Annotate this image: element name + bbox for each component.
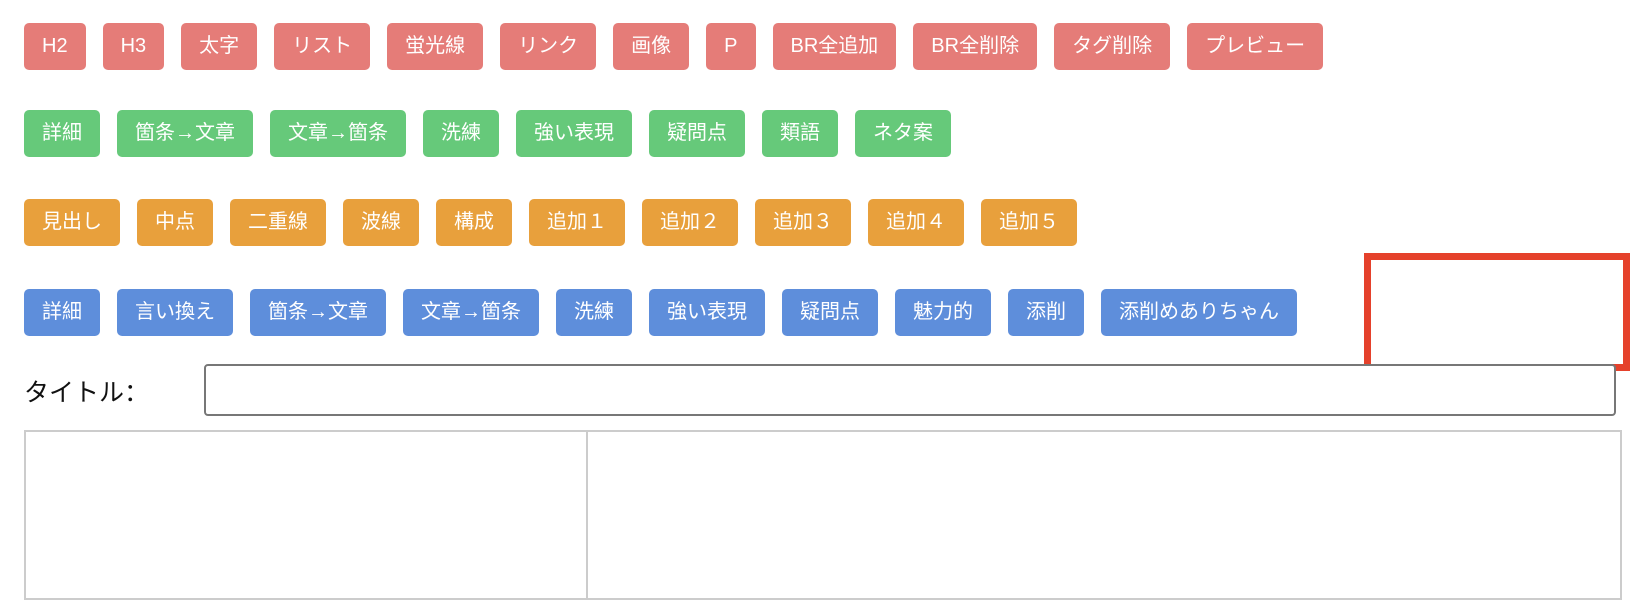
rewrite-button-3[interactable]: 洗練: [423, 110, 499, 157]
ai-button-3[interactable]: 文章→箇条: [403, 289, 539, 336]
html-button-1[interactable]: H3: [102, 23, 165, 70]
rewrite-button-0[interactable]: 詳細: [24, 110, 100, 157]
format-toolbar: 見出し中点二重線波線構成追加１ 追加２ 追加３ 追加４ 追加５: [24, 199, 1077, 246]
html-button-5[interactable]: リンク: [500, 23, 597, 70]
ai-button-4[interactable]: 洗練: [556, 289, 632, 336]
html-button-10[interactable]: タグ削除: [1054, 23, 1171, 70]
html-button-6[interactable]: 画像: [613, 23, 690, 70]
html-button-0[interactable]: H2: [24, 23, 86, 70]
format-button-1[interactable]: 中点: [137, 199, 213, 246]
preview-pane: [588, 432, 1620, 598]
format-button-2[interactable]: 二重線: [230, 199, 326, 246]
rewrite-button-4[interactable]: 強い表現: [516, 110, 632, 157]
html-button-2[interactable]: 太字: [181, 23, 258, 70]
html-button-11[interactable]: プレビュー: [1187, 23, 1324, 70]
ai-button-7[interactable]: 魅力的: [895, 289, 991, 336]
html-button-8[interactable]: BR全追加: [772, 23, 897, 70]
format-button-7[interactable]: 追加３: [755, 199, 851, 246]
format-button-0[interactable]: 見出し: [24, 199, 120, 246]
ai-button-6[interactable]: 疑問点: [782, 289, 878, 336]
format-button-9[interactable]: 追加５: [981, 199, 1077, 246]
format-button-8[interactable]: 追加４: [868, 199, 964, 246]
ai-button-5[interactable]: 強い表現: [649, 289, 765, 336]
rewrite-button-6[interactable]: 類語: [762, 110, 838, 157]
editor-area: [24, 430, 1622, 600]
format-button-4[interactable]: 構成: [436, 199, 512, 246]
rewrite-toolbar: 詳細箇条→文章文章→箇条洗練強い表現疑問点類語ネタ案: [24, 110, 951, 157]
ai-button-1[interactable]: 言い換え: [117, 289, 233, 336]
title-input[interactable]: [204, 364, 1616, 416]
ai-button-8[interactable]: 添削: [1008, 289, 1084, 336]
format-button-5[interactable]: 追加１: [529, 199, 625, 246]
html-button-4[interactable]: 蛍光線: [387, 23, 484, 70]
title-label: タイトル：: [24, 378, 150, 407]
ai-button-2[interactable]: 箇条→文章: [250, 289, 386, 336]
rewrite-button-5[interactable]: 疑問点: [649, 110, 745, 157]
ai-button-0[interactable]: 詳細: [24, 289, 100, 336]
html-toolbar: H2 H3 太字リスト蛍光線リンク画像 P BR全追加 BR全削除タグ削除プレビュー: [24, 23, 1324, 70]
format-button-3[interactable]: 波線: [343, 199, 419, 246]
rewrite-button-2[interactable]: 文章→箇条: [270, 110, 406, 157]
ai-toolbar: 詳細言い換え箇条→文章文章→箇条洗練強い表現疑問点魅力的添削添削めありちゃん: [24, 289, 1297, 336]
rewrite-button-1[interactable]: 箇条→文章: [117, 110, 253, 157]
html-button-9[interactable]: BR全削除: [913, 23, 1038, 70]
rewrite-button-7[interactable]: ネタ案: [855, 110, 951, 157]
highlight-annotation-box: [1364, 253, 1630, 371]
html-button-3[interactable]: リスト: [274, 23, 371, 70]
format-button-6[interactable]: 追加２: [642, 199, 738, 246]
ai-button-9[interactable]: 添削めありちゃん: [1101, 289, 1297, 336]
markdown-input-pane[interactable]: [26, 432, 588, 598]
html-button-7[interactable]: P: [706, 23, 756, 70]
